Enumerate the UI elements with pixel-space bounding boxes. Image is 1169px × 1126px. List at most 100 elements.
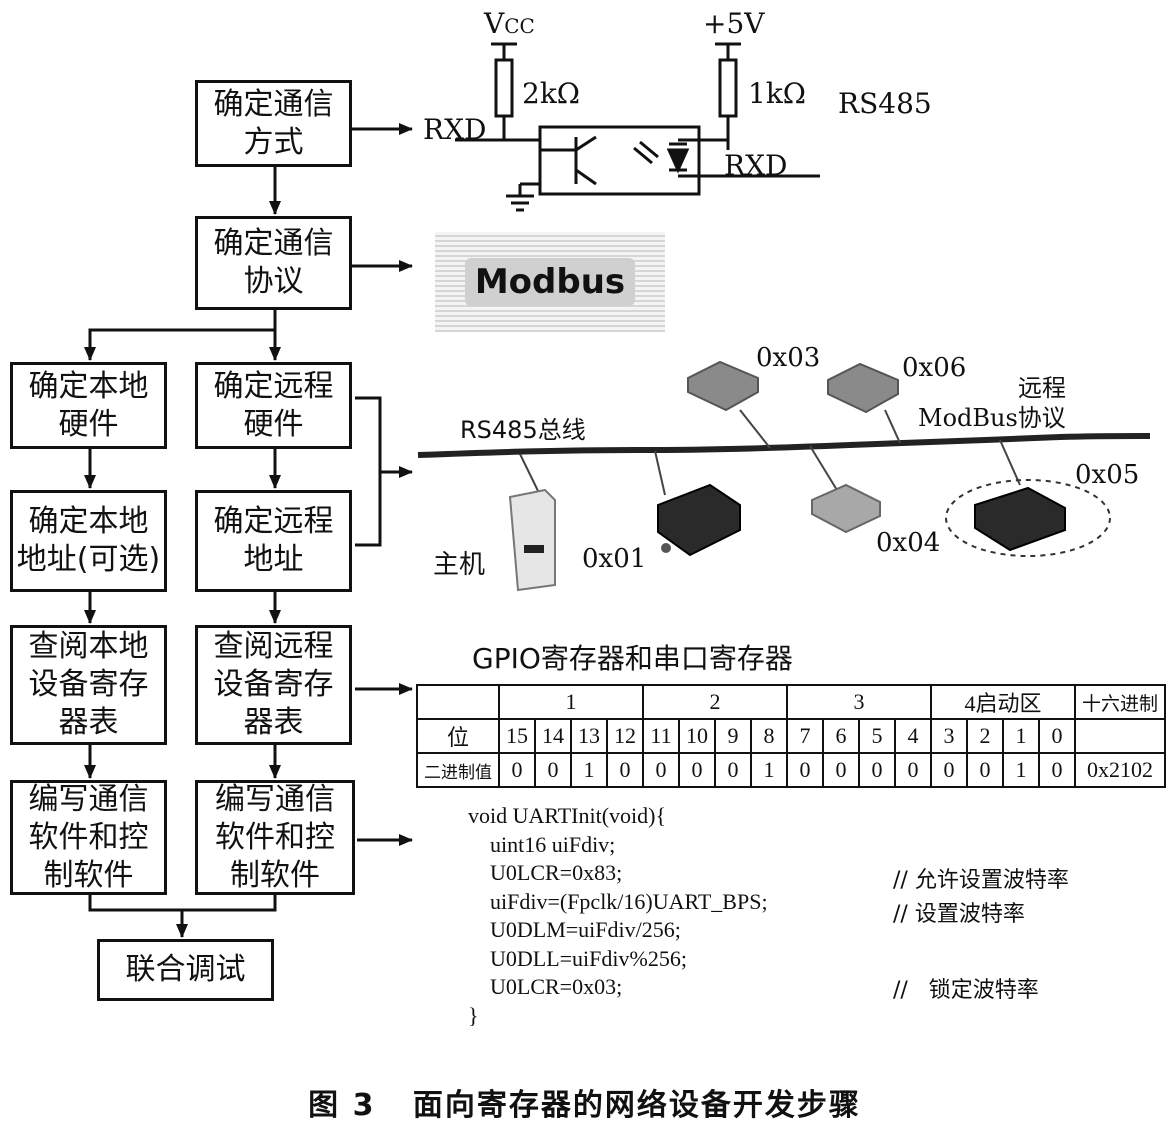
bit-cell: 5 bbox=[858, 718, 896, 754]
merge-line bbox=[88, 895, 277, 912]
table-bit-row: 位 15 14 13 12 11 10 9 8 7 6 5 4 3 2 1 0 bbox=[416, 718, 1166, 754]
binary-cell: 0 bbox=[786, 752, 824, 788]
bit-cell: 7 bbox=[786, 718, 824, 754]
box-remote-software: 编写通信 软件和控 制软件 bbox=[195, 780, 355, 895]
bit-cell: 6 bbox=[822, 718, 860, 754]
addr-0x06: 0x06 bbox=[902, 353, 967, 383]
bit-cell: 13 bbox=[570, 718, 608, 754]
rs485-label: RS485 bbox=[838, 87, 932, 120]
plus5v-label: +5V bbox=[703, 7, 765, 40]
device-0x03 bbox=[687, 360, 759, 412]
box-comm-mode: 确定通信 方式 bbox=[195, 80, 352, 167]
code-block: void UARTInit(void){ uint16 uiFdiv; U0LC… bbox=[468, 802, 768, 1030]
modbus-logo: Modbus bbox=[435, 232, 665, 332]
code-line: uiFdiv=(Fpclk/16)UART_BPS; bbox=[468, 888, 768, 914]
bit-row-label: 位 bbox=[416, 718, 500, 754]
table-binary-row: 二进制值 0 0 1 0 0 0 0 1 0 0 0 0 0 0 1 0 0x2… bbox=[416, 752, 1166, 788]
binary-cell: 0 bbox=[678, 752, 716, 788]
bit-cell: 10 bbox=[678, 718, 716, 754]
hex-header-cell: 十六进制 bbox=[1074, 684, 1166, 720]
box-remote-register: 查阅远程 设备寄存 器表 bbox=[195, 625, 352, 745]
code-line: U0DLL=uiFdiv%256; bbox=[468, 945, 687, 971]
binary-cell: 0 bbox=[822, 752, 860, 788]
rs485-bus-cable bbox=[417, 433, 1151, 458]
host-label: 主机 bbox=[433, 550, 486, 580]
rxd-left-label: RXD bbox=[423, 113, 487, 146]
dev01-drop bbox=[654, 450, 666, 496]
box-joint-debug: 联合调试 bbox=[97, 939, 274, 1001]
group-cell: 4启动区 bbox=[930, 684, 1076, 720]
group-cell: 1 bbox=[498, 684, 644, 720]
device-0x06 bbox=[827, 362, 899, 414]
bit-cell: 1 bbox=[1002, 718, 1040, 754]
box-local-address: 确定本地 地址(可选) bbox=[10, 490, 167, 592]
vcc-label: VCC bbox=[484, 7, 535, 40]
table-corner-cell bbox=[416, 684, 500, 720]
dev05-drop bbox=[999, 439, 1021, 486]
binary-cell: 0 bbox=[966, 752, 1004, 788]
bit-cell: 11 bbox=[642, 718, 680, 754]
device-0x04 bbox=[811, 483, 881, 534]
flow-arrow-3 bbox=[84, 328, 275, 361]
group-cell: 2 bbox=[642, 684, 788, 720]
code-comment-1: // 允许设置波特率 bbox=[893, 868, 1069, 893]
binary-cell: 0 bbox=[1038, 752, 1076, 788]
dev04-drop bbox=[809, 445, 841, 496]
binary-cell: 1 bbox=[750, 752, 788, 788]
device-0x05 bbox=[945, 479, 1111, 557]
binary-cell: 0 bbox=[930, 752, 968, 788]
code-line: } bbox=[468, 1002, 479, 1028]
bit-cell: 15 bbox=[498, 718, 536, 754]
addr-0x04: 0x04 bbox=[876, 528, 941, 558]
bus-label: RS485总线 bbox=[460, 416, 586, 444]
addr-0x01: 0x01 bbox=[582, 544, 647, 574]
device-0x01 bbox=[657, 483, 741, 557]
binary-cell: 1 bbox=[1002, 752, 1040, 788]
bit-cell: 12 bbox=[606, 718, 644, 754]
remote-label-line1: 远程 bbox=[1018, 374, 1066, 402]
binary-cell: 0 bbox=[606, 752, 644, 788]
host-computer bbox=[508, 488, 556, 592]
addr-0x05: 0x05 bbox=[1075, 460, 1140, 490]
addr-0x03: 0x03 bbox=[756, 343, 821, 373]
binary-cell: 0 bbox=[894, 752, 932, 788]
code-comment-3: // 锁定波特率 bbox=[893, 978, 1039, 1003]
binary-cell: 0 bbox=[714, 752, 752, 788]
bit-cell: 4 bbox=[894, 718, 932, 754]
host-drop bbox=[519, 453, 541, 496]
code-line: void UARTInit(void){ bbox=[468, 803, 667, 828]
box-local-hardware: 确定本地 硬件 bbox=[10, 362, 167, 449]
modbus-logo-text: Modbus bbox=[464, 258, 636, 306]
code-line: U0DLM=uiFdiv/256; bbox=[468, 917, 681, 942]
group-cell: 3 bbox=[786, 684, 932, 720]
box-comm-protocol: 确定通信 协议 bbox=[195, 216, 352, 310]
bit-cell: 3 bbox=[930, 718, 968, 754]
code-line: U0LCR=0x83; bbox=[468, 860, 623, 885]
binary-cell: 1 bbox=[570, 752, 608, 788]
optocoupler-circuit bbox=[455, 42, 820, 212]
box-remote-hardware: 确定远程 硬件 bbox=[195, 362, 352, 449]
binary-cell: 0 bbox=[534, 752, 572, 788]
binary-cell: 0 bbox=[498, 752, 536, 788]
r1-label: 2kΩ bbox=[522, 77, 580, 110]
table-title: GPIO寄存器和串口寄存器 bbox=[472, 642, 793, 675]
binary-row-label: 二进制值 bbox=[416, 752, 500, 788]
bit-cell: 0 bbox=[1038, 718, 1076, 754]
figure-caption: 图 3 面向寄存器的网络设备开发步骤 bbox=[308, 1088, 861, 1123]
bit-cell: 14 bbox=[534, 718, 572, 754]
code-comment-2: // 设置波特率 bbox=[893, 902, 1025, 927]
rxd-right-label: RXD bbox=[724, 149, 788, 182]
bit-cell: 2 bbox=[966, 718, 1004, 754]
dev06-drop bbox=[884, 409, 901, 444]
binary-cell: 0 bbox=[858, 752, 896, 788]
table-group-row: 1 2 3 4启动区 十六进制 bbox=[416, 684, 1166, 720]
hex-empty-cell bbox=[1074, 718, 1166, 754]
bit-cell: 8 bbox=[750, 718, 788, 754]
box-local-software: 编写通信 软件和控 制软件 bbox=[10, 780, 167, 895]
dev03-drop bbox=[739, 409, 771, 449]
box-local-register: 查阅本地 设备寄存 器表 bbox=[10, 625, 167, 745]
register-table: 1 2 3 4启动区 十六进制 位 15 14 13 12 11 10 9 8 … bbox=[416, 684, 1166, 788]
code-line: uint16 uiFdiv; bbox=[468, 831, 616, 857]
